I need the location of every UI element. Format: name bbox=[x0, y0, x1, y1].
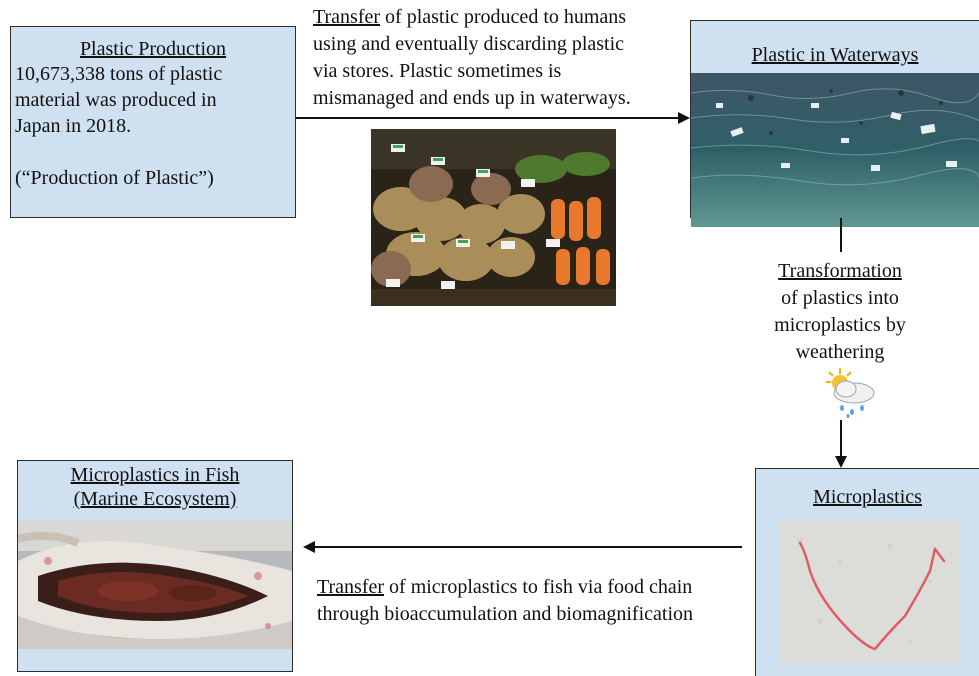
plastic-in-waterways-box: Plastic in Waterways bbox=[690, 20, 979, 227]
arrow-microplastics-to-fish bbox=[315, 546, 742, 548]
microplastics-title: Microplastics bbox=[813, 486, 922, 508]
production-citation: (“Production of Plastic”) bbox=[15, 167, 214, 189]
plastic-production-text: 10,673,338 tons of plastic material was … bbox=[11, 61, 295, 191]
fish-title-line-2: (Marine Ecosystem) bbox=[73, 488, 237, 510]
plastic-production-box: Plastic Production 10,673,338 tons of pl… bbox=[10, 26, 296, 218]
transformation-text: Transformation of plastics into micropla… bbox=[755, 258, 925, 366]
arrow-production-to-waterways bbox=[296, 117, 678, 119]
fish-dissection-image bbox=[18, 521, 292, 649]
weather-sun-cloud-rain-icon bbox=[818, 366, 878, 418]
arrow-waterways-to-microplastics-top bbox=[840, 218, 842, 252]
transfer-top-line-1: of plastic produced to humans bbox=[380, 6, 627, 28]
arrowhead-down bbox=[835, 456, 847, 468]
waterways-image bbox=[691, 73, 979, 227]
transfer-top-line-3: via stores. Plastic sometimes is bbox=[313, 60, 562, 82]
transformation-keyword: Transformation bbox=[778, 260, 902, 282]
transfer-bottom-keyword: Transfer bbox=[317, 576, 385, 598]
production-line-3: Japan in 2018. bbox=[15, 115, 132, 137]
microplastics-in-fish-box: Microplastics in Fish (Marine Ecosystem) bbox=[17, 460, 293, 672]
grocery-store-image bbox=[371, 129, 616, 306]
transformation-line-1: of plastics into bbox=[781, 287, 899, 309]
transformation-line-2: microplastics by bbox=[774, 314, 906, 336]
transfer-bottom-line-2: through bioaccumulation and biomagnifica… bbox=[317, 603, 694, 625]
production-line-1: 10,673,338 tons of plastic bbox=[15, 63, 223, 85]
arrowhead-left bbox=[303, 541, 315, 553]
transfer-top-line-4: mismanaged and ends up in waterways. bbox=[313, 87, 631, 109]
microplastics-image bbox=[780, 521, 960, 664]
transformation-line-3: weathering bbox=[795, 341, 885, 363]
production-line-2: material was produced in bbox=[15, 89, 217, 111]
plastic-production-title: Plastic Production bbox=[79, 38, 227, 60]
arrow-waterways-to-microplastics-bottom bbox=[840, 420, 842, 458]
transfer-top-text: Transfer of plastic produced to humans u… bbox=[313, 4, 631, 112]
microplastics-box: Microplastics bbox=[755, 468, 979, 676]
transfer-top-keyword: Transfer bbox=[313, 6, 381, 28]
transfer-bottom-text: Transfer of microplastics to fish via fo… bbox=[317, 574, 693, 628]
transfer-bottom-line-1: of microplastics to fish via food chain bbox=[384, 576, 693, 598]
arrowhead-right bbox=[678, 112, 690, 124]
plastic-in-waterways-title: Plastic in Waterways bbox=[751, 44, 919, 66]
transfer-top-line-2: using and eventually discarding plastic bbox=[313, 33, 625, 55]
fish-title-line-1: Microplastics in Fish bbox=[70, 464, 240, 486]
